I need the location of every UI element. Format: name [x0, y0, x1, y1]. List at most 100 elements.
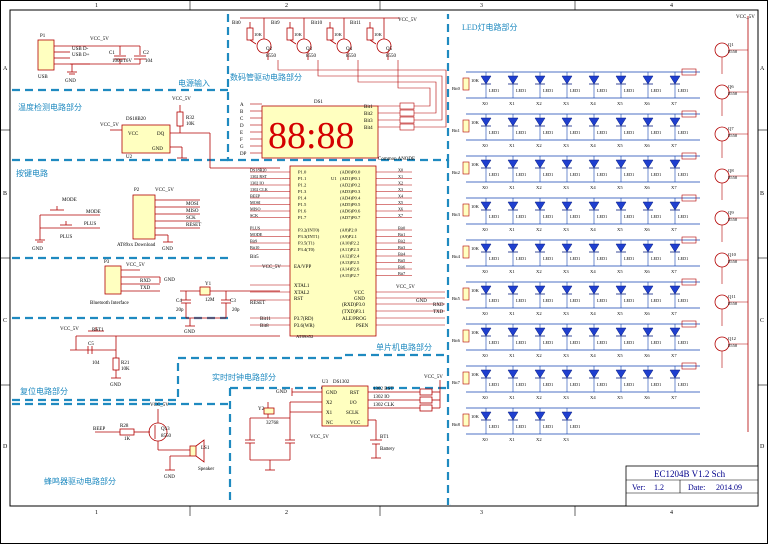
led-label: LED1 [543, 130, 553, 135]
led-col-net: X4 [590, 311, 596, 316]
led-row-bit: Bit2 [452, 170, 461, 175]
led-col-net: X1 [509, 269, 515, 274]
led-row-resistor: 10K [471, 162, 480, 167]
led-label: LED1 [678, 340, 688, 345]
u1-ref: U1 [331, 176, 337, 181]
u1-txd: (TXD)P3.1 [342, 310, 365, 315]
seg-resistor-value: 10K [334, 32, 343, 37]
led-col-net: X2 [536, 395, 542, 400]
buzzer-gnd: GND [164, 475, 175, 480]
bt-vcc: VCC_5V [126, 263, 145, 268]
led-col-net: X3 [563, 395, 569, 400]
seg-c: C [240, 117, 244, 122]
border-number-2: 2 [285, 3, 288, 9]
bit9-net: Bit9 [271, 21, 280, 26]
u1-p0-net: X5 [398, 200, 403, 205]
bit0-net: Bit0 [232, 21, 241, 26]
u1-p0-pin: (AD4)P0.4 [340, 196, 361, 201]
led-label: LED1 [624, 340, 634, 345]
u3-io: I/O [350, 401, 357, 406]
led-col-net: X5 [617, 227, 623, 232]
u1-p1-net: 1302 IO [250, 180, 264, 185]
led-label: LED1 [570, 88, 580, 93]
q3-ref: Q3 [306, 47, 313, 52]
led-label: LED1 [570, 382, 580, 387]
seven-segment-display: 88:88 [261, 105, 379, 159]
u1-p0-pin: (AD3)P0.3 [340, 189, 361, 194]
temp-vcc-left: VCC_5V [100, 123, 119, 128]
ls1-ref: LS1 [201, 446, 210, 451]
u1-p3-net: Bit10 [250, 245, 259, 250]
seg-resistor-value: 10K [294, 32, 303, 37]
led-col-net: X1 [509, 143, 515, 148]
p3-ref: P3 [104, 260, 110, 265]
u1-p1-pin: P1.6 [298, 209, 307, 214]
led-row: Bit510KLED1X0LED1X1LED1X2LED1X3LED1X4LED… [452, 252, 748, 316]
u1-vcc: VCC [354, 291, 365, 296]
led-label: LED1 [489, 214, 499, 219]
led-col-net: X1 [509, 311, 515, 316]
q5-ref: Q5 [386, 47, 393, 52]
u3-vcc: VCC [350, 421, 361, 426]
led-label: LED1 [516, 172, 526, 177]
u1-p1-pin: P1.7 [298, 215, 307, 220]
u3-rst: RST [350, 391, 359, 396]
seg-f: F [240, 138, 243, 143]
u3-io-net: 1302 IO [373, 395, 390, 400]
p2-vcc: VCC_5V [155, 188, 174, 193]
led-row-bit: Bit0 [452, 86, 461, 91]
u1-p36: P3.6(WR) [294, 324, 315, 329]
label-mcu: 单片机电路部分 [376, 342, 432, 352]
led-col-net: X5 [617, 185, 623, 190]
q3-value: 8550 [306, 54, 317, 59]
led-col-net: X5 [617, 101, 623, 106]
u1-p0-net: X6 [398, 206, 403, 211]
ds18b20-label: DS18B20 [126, 117, 146, 122]
led-label: LED1 [678, 256, 688, 261]
row-transistor-value: 8550 [728, 217, 738, 222]
u1-p1-pin: P1.2 [298, 183, 307, 188]
row-transistor-value: 8550 [728, 343, 738, 348]
u1-p2-pin: (A9)P2.1 [340, 234, 358, 239]
row-transistor-ref: Q8 [728, 168, 734, 173]
led-row: Bit110KLED1X0LED1X1LED1X2LED1X3LED1X4LED… [452, 84, 748, 148]
led-label: LED1 [597, 130, 607, 135]
led-col-net: X0 [482, 185, 488, 190]
led-col-net: X1 [509, 353, 515, 358]
led-col-net: X0 [482, 143, 488, 148]
r21-ref: R21 [121, 361, 130, 366]
led-col-net: X2 [536, 353, 542, 358]
led-col-net: X1 [509, 185, 515, 190]
temperature-circuit [110, 105, 280, 169]
led-col-net: X1 [509, 437, 515, 442]
keys-gnd: GND [32, 247, 43, 252]
u3-ref: U3 [322, 380, 329, 385]
ds18b20-dq-pin: DQ [157, 132, 165, 137]
border-letter-d-r: D [760, 444, 765, 450]
u1-p2-pin: (A8)P2.0 [340, 228, 358, 233]
led-col-net: X7 [671, 227, 677, 232]
c4-value: 20p [176, 308, 184, 313]
led-label: LED1 [624, 256, 634, 261]
rtc-vcc-bottom: VCC_5V [310, 435, 329, 440]
power-input-circuit [37, 39, 146, 75]
label-temp: 温度检测电路部分 [18, 102, 82, 112]
row-transistor-value: 8550 [728, 301, 738, 306]
border-numbers: 1 2 3 4 1 2 3 4 A B C D A B C D [3, 3, 765, 516]
u3-gnd: GND [326, 391, 337, 396]
bt1-ref: BT1 [380, 435, 389, 440]
seg-resistor-value: 10K [374, 32, 383, 37]
r21-value: 10K [121, 367, 130, 372]
led-col-net: X6 [644, 353, 650, 358]
rtc-circuit [245, 380, 441, 471]
led-label: LED1 [678, 382, 688, 387]
label-led: LED灯电路部分 [462, 22, 518, 32]
ds1-common-anode: Common ANODE [378, 157, 415, 162]
plus-key-label: PLUS [60, 235, 72, 240]
c5-value: 104 [92, 361, 100, 366]
led-label: LED1 [597, 256, 607, 261]
battery-label: Battery [380, 447, 395, 452]
led-row-bit: Bit6 [452, 338, 461, 343]
crystal-gnd: GND [184, 330, 195, 335]
